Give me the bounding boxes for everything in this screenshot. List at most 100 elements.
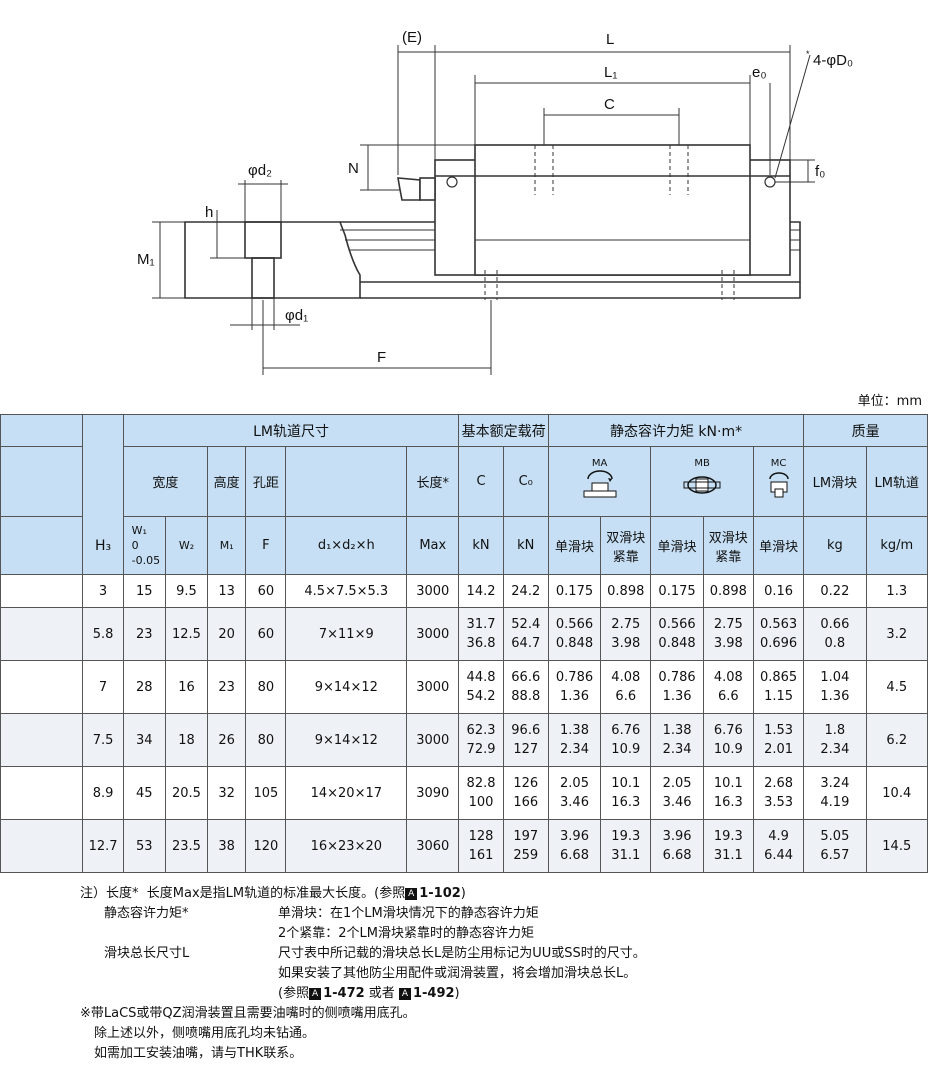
note-moment-line1: 单滑块：在1个LM滑块情况下的静态容许力矩 bbox=[278, 906, 539, 921]
note-moment-label: 静态容许力矩* bbox=[104, 906, 189, 921]
col-W1: W₁ 0 -0.05 bbox=[122, 516, 166, 575]
cell-w2: 16 bbox=[164, 660, 209, 714]
col-kN2: kN bbox=[502, 516, 549, 575]
cell-m1: 13 bbox=[207, 574, 247, 608]
cell-f: 120 bbox=[245, 819, 287, 873]
cell-m1: 38 bbox=[207, 819, 247, 873]
cell-c0: 24.2 bbox=[502, 574, 549, 608]
dim-E-label: (E) bbox=[402, 29, 422, 46]
note-nozzle-line3: 如需加工安装油嘴，请与THK联系。 bbox=[94, 1046, 303, 1061]
cell-mb2: 4.08 6.6 bbox=[702, 660, 754, 714]
cell-f: 60 bbox=[245, 574, 287, 608]
cell-ma1: 1.38 2.34 bbox=[547, 713, 602, 767]
cell-c: 82.8 100 bbox=[458, 766, 504, 820]
cell-w1: 53 bbox=[122, 819, 166, 873]
col-lm-block: LM滑块 bbox=[803, 446, 867, 517]
cell-ma1: 3.96 6.68 bbox=[547, 819, 602, 873]
col-single3: 单滑块 bbox=[752, 516, 805, 575]
spec-table: H₃ LM轨道尺寸 基本额定载荷 静态容许力矩 kN·m* 质量 宽度 高度 孔… bbox=[0, 414, 929, 873]
ref-icon: A bbox=[309, 988, 322, 1000]
cell-ma1: 2.05 3.46 bbox=[547, 766, 602, 820]
technical-drawing: (E) L L₁ C e₀ * 4-φD₀ N f₀ φd₂ h M₁ φd₁ … bbox=[137, 29, 853, 375]
row-blank-cell bbox=[0, 660, 84, 714]
cell-max: 3000 bbox=[406, 574, 460, 608]
cell-rail: 10.4 bbox=[865, 766, 929, 820]
cell-mc: 0.563 0.696 bbox=[752, 607, 805, 661]
col-single2: 单滑块 bbox=[650, 516, 704, 575]
col-double1: 双滑块紧靠 bbox=[600, 516, 652, 575]
note-L-line1: 尺寸表中所记载的滑块总长L是防尘用标记为UU或SS时的尺寸。 bbox=[278, 946, 646, 961]
cell-mb1: 0.566 0.848 bbox=[650, 607, 704, 661]
cell-mb2: 0.898 bbox=[702, 574, 754, 608]
unit-label: 单位：mm bbox=[857, 394, 922, 409]
cell-mc: 2.68 3.53 bbox=[752, 766, 805, 820]
group-load: 基本额定载荷 bbox=[458, 414, 549, 447]
cell-f: 80 bbox=[245, 713, 287, 767]
col-max: Max bbox=[406, 516, 460, 575]
cell-c: 128 161 bbox=[458, 819, 504, 873]
note-L-label: 滑块总长尺寸L bbox=[104, 946, 190, 961]
cell-rail: 14.5 bbox=[865, 819, 929, 873]
cell-ma2: 0.898 bbox=[600, 574, 652, 608]
cell-mc: 4.9 6.44 bbox=[752, 819, 805, 873]
dim-h-label: h bbox=[205, 204, 213, 221]
ma-icon: MA bbox=[580, 458, 620, 504]
cell-block: 0.22 bbox=[803, 574, 867, 608]
cell-f: 60 bbox=[245, 607, 287, 661]
row-blank-cell bbox=[0, 819, 84, 873]
col-pitch: 孔距 bbox=[245, 446, 287, 517]
cell-w1: 23 bbox=[122, 607, 166, 661]
cell-c0: 126 166 bbox=[502, 766, 549, 820]
col-C: C bbox=[458, 446, 504, 517]
dim-d2-label: φd₂ bbox=[248, 162, 272, 179]
cell-mc: 0.865 1.15 bbox=[752, 660, 805, 714]
cell-w1: 34 bbox=[122, 713, 166, 767]
grease-nipple bbox=[397, 177, 421, 201]
cell-mb1: 1.38 2.34 bbox=[650, 713, 704, 767]
cell-ma1: 0.175 bbox=[547, 574, 602, 608]
cell-d: 4.5×7.5×5.3 bbox=[285, 574, 408, 608]
cell-c: 62.3 72.9 bbox=[458, 713, 504, 767]
cell-mb1: 3.96 6.68 bbox=[650, 819, 704, 873]
cell-f: 80 bbox=[245, 660, 287, 714]
cell-h3: 5.8 bbox=[82, 607, 124, 661]
col-double2: 双滑块紧靠 bbox=[702, 516, 754, 575]
row-blank-cell bbox=[0, 713, 84, 767]
cell-d: 16×23×20 bbox=[285, 819, 408, 873]
cell-block: 3.24 4.19 bbox=[803, 766, 867, 820]
cell-rail: 6.2 bbox=[865, 713, 929, 767]
cell-d: 7×11×9 bbox=[285, 607, 408, 661]
cell-max: 3060 bbox=[406, 819, 460, 873]
ref-icon: A bbox=[405, 888, 418, 900]
cell-h3: 12.7 bbox=[82, 819, 124, 873]
col-MA: MA bbox=[547, 446, 652, 517]
cell-c0: 96.6 127 bbox=[502, 713, 549, 767]
cell-ma1: 0.786 1.36 bbox=[547, 660, 602, 714]
cell-ma2: 4.08 6.6 bbox=[600, 660, 652, 714]
cell-w2: 9.5 bbox=[164, 574, 209, 608]
cell-rail: 4.5 bbox=[865, 660, 929, 714]
dim-D0-mark: * bbox=[806, 49, 810, 59]
cell-c0: 52.4 64.7 bbox=[502, 607, 549, 661]
dim-F-label: F bbox=[377, 349, 386, 366]
col-d: d₁×d₂×h bbox=[285, 516, 408, 575]
cell-h3: 3 bbox=[82, 574, 124, 608]
cell-max: 3000 bbox=[406, 713, 460, 767]
group-mass: 质量 bbox=[803, 414, 928, 447]
cell-c: 14.2 bbox=[458, 574, 504, 608]
cell-rail: 1.3 bbox=[865, 574, 929, 608]
note-nozzle-line1: ※带LaCS或带QZ润滑装置且需要油嘴时的侧喷嘴用底孔。 bbox=[80, 1006, 416, 1021]
cell-w2: 23.5 bbox=[164, 819, 209, 873]
col-F: F bbox=[245, 516, 287, 575]
col-length: 长度* bbox=[406, 446, 460, 517]
cell-d: 9×14×12 bbox=[285, 660, 408, 714]
dim-D0-label: 4-φD₀ bbox=[813, 52, 853, 69]
cell-w2: 18 bbox=[164, 713, 209, 767]
note-moment-line2: 2个紧靠：2个LM滑块紧靠时的静态容许力矩 bbox=[278, 926, 535, 941]
cell-max: 3000 bbox=[406, 660, 460, 714]
dim-N-label: N bbox=[348, 160, 359, 177]
